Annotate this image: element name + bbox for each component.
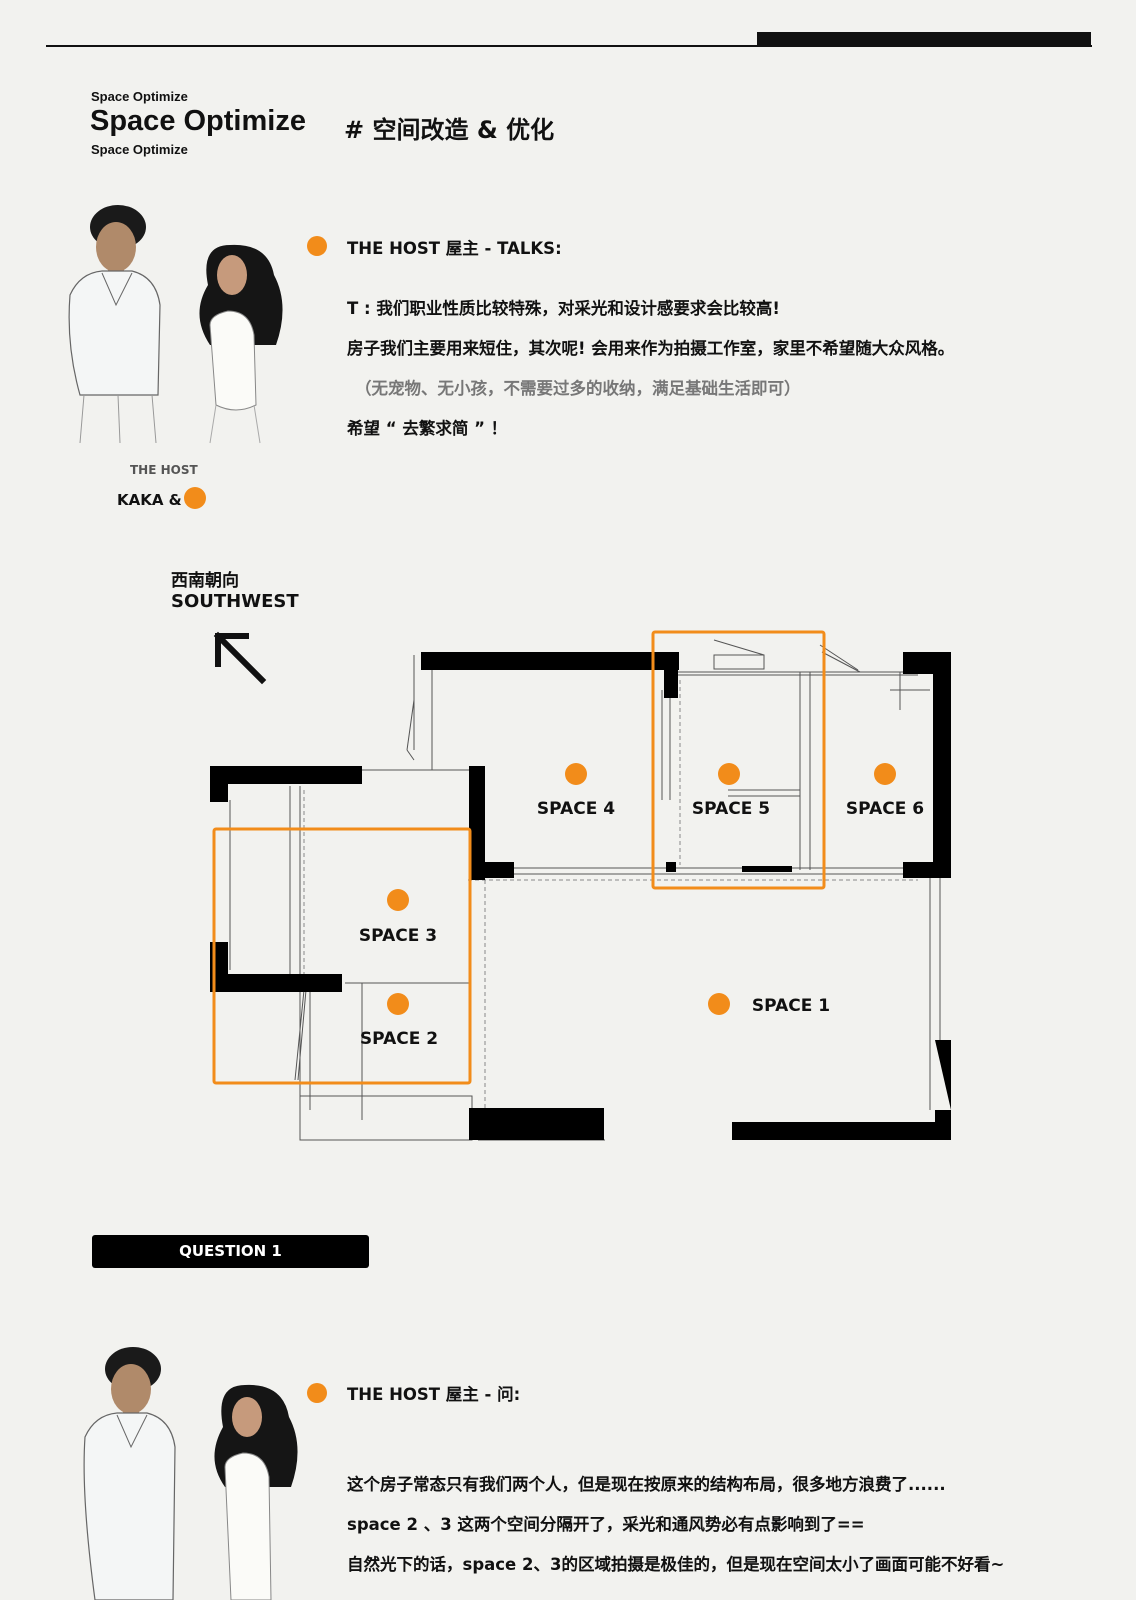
- space-label: SPACE 6: [846, 799, 924, 819]
- host-talk-note: （无宠物、无小孩，不需要过多的收纳，满足基础生活即可）: [355, 379, 801, 398]
- host-talk-line: T : 我们职业性质比较特殊，对采光和设计感要求会比较高!: [347, 299, 780, 318]
- host-talk-line: 房子我们主要用来短住，其次呢! 会用来作为拍摄工作室，家里不希望随大众风格。: [347, 339, 955, 358]
- logo-title: Space Optimize: [90, 105, 306, 137]
- north-arrow-icon: [213, 631, 267, 685]
- question-label: QUESTION 1: [92, 1235, 369, 1268]
- highlight-frame-space-2-3: [212, 827, 472, 1085]
- host-talk-heading: THE HOST 屋主 - TALKS:: [347, 239, 562, 258]
- orange-icon: [184, 487, 206, 509]
- question-heading: THE HOST 屋主 - 问:: [347, 1385, 521, 1404]
- logo-small-top: Space Optimize: [91, 89, 188, 104]
- orange-icon: [307, 1383, 327, 1403]
- page-title: # 空间改造 & 优化: [344, 116, 555, 144]
- orientation-zh: 西南朝向: [171, 571, 239, 591]
- space-label: SPACE 1: [752, 996, 830, 1016]
- host-caption-label: THE HOST: [130, 463, 198, 477]
- space-label: SPACE 3: [359, 926, 437, 946]
- space-label: SPACE 4: [537, 799, 615, 819]
- host-couple-illustration: [83, 1347, 298, 1600]
- highlight-frame-space-5: [651, 630, 826, 890]
- orange-icon: [307, 236, 327, 256]
- question-line: 自然光下的话，space 2、3的区域拍摄是极佳的，但是现在空间太小了画面可能不…: [347, 1555, 1005, 1574]
- orientation-en: SOUTHWEST: [171, 591, 299, 612]
- space-label: SPACE 5: [692, 799, 770, 819]
- header-rule-thin: [46, 45, 1092, 47]
- question-line: 这个房子常态只有我们两个人，但是现在按原来的结构布局，很多地方浪费了......: [347, 1475, 946, 1494]
- header-rule-thick: [757, 32, 1091, 47]
- host-talk-line: 希望 “ 去繁求简 ” ！: [347, 419, 508, 438]
- logo-small-bottom: Space Optimize: [91, 142, 188, 157]
- space-label: SPACE 2: [360, 1029, 438, 1049]
- question-line: space 2 、3 这两个空间分隔开了，采光和通风势必有点影响到了==: [347, 1515, 865, 1534]
- host-caption-name: KAKA &: [117, 491, 182, 509]
- floor-plan: SPACE 1 SPACE 2 SPACE 3 SPACE 4 SPACE 5 …: [210, 630, 951, 1141]
- host-couple-illustration: [68, 205, 283, 444]
